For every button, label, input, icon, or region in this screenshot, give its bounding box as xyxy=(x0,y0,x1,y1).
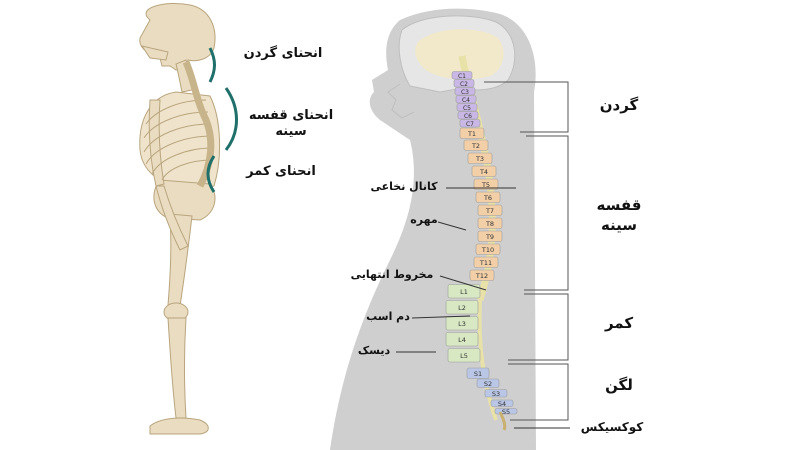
vertebra-label-t9: T9 xyxy=(485,233,494,241)
pelvis-bracket xyxy=(508,363,569,421)
brain xyxy=(415,29,504,80)
spinal-canal-label: کانال نخاعی xyxy=(370,180,438,193)
coccyx-label: کوکسیکس xyxy=(580,420,644,434)
cauda-leader xyxy=(411,315,471,319)
vertebra-label-c3: C3 xyxy=(461,89,469,96)
vertebra-label-t6: T6 xyxy=(483,194,492,202)
vertebra-label-t5: T5 xyxy=(481,181,490,189)
forearm xyxy=(155,185,189,251)
vertebra-label-s3: S3 xyxy=(492,390,500,398)
vertebra-t10 xyxy=(475,243,501,255)
vertebra-l5 xyxy=(447,348,481,363)
vertebra-label-s2: S2 xyxy=(484,380,492,388)
vertebra-s4 xyxy=(490,399,514,407)
cauda-equina-label: دم اسب xyxy=(366,310,410,323)
body-silhouette xyxy=(330,8,536,450)
cervical-curve-arc xyxy=(208,47,216,83)
cauda-equina xyxy=(477,299,498,421)
vertebra-t4 xyxy=(471,165,497,177)
lumbar-bracket xyxy=(508,293,569,361)
vertebra-t2 xyxy=(463,139,489,151)
disc-label: دیسک xyxy=(357,344,391,357)
vertebra-label-l2: L2 xyxy=(458,304,466,312)
vertebra-label-t3: T3 xyxy=(475,155,484,163)
vertebra-label-s1: S1 xyxy=(474,370,482,378)
vertebra-l1 xyxy=(447,284,481,299)
vertebra-c3 xyxy=(454,87,476,96)
vertebra-s1 xyxy=(466,367,490,379)
vertebra-l2 xyxy=(445,300,479,315)
vertebra-label: مهره xyxy=(410,213,438,226)
vertebra-label-l1: L1 xyxy=(460,288,468,296)
chest-region-label-line2: سینه xyxy=(600,216,638,234)
neck-bracket xyxy=(484,81,569,133)
coccyx xyxy=(498,411,507,431)
vertebra-t3 xyxy=(467,152,493,164)
vertebra-label-c2: C2 xyxy=(460,81,468,88)
vertebra-label-s4: S4 xyxy=(498,400,506,408)
chest-bracket xyxy=(524,135,569,291)
vertebra-label-t12: T12 xyxy=(475,272,488,280)
vertebra-t7 xyxy=(477,204,503,216)
vertebra-label-t8: T8 xyxy=(485,220,494,228)
pelvis-region-label: لگن xyxy=(605,376,633,394)
vertebra-label-c4: C4 xyxy=(462,97,470,104)
vertebra-t8 xyxy=(477,217,503,229)
lumbar-region-label: کمر xyxy=(604,314,634,332)
vertebra-l4 xyxy=(445,332,479,347)
vertebra-c6 xyxy=(457,111,479,120)
vertebra-t12 xyxy=(469,269,495,281)
vertebra-label-t1: T1 xyxy=(467,130,476,138)
foot xyxy=(149,417,209,435)
vertebra-label-t10: T10 xyxy=(481,246,494,254)
jaw xyxy=(140,45,169,61)
conus-label: مخروط انتهایی xyxy=(350,268,434,281)
vertebra-s2 xyxy=(476,378,500,388)
vertebra-s3 xyxy=(484,389,508,398)
vertebra-label-c1: C1 xyxy=(458,73,466,80)
vertebra-label-t7: T7 xyxy=(485,207,494,215)
vertebra-c5 xyxy=(456,103,478,112)
vertebra-label-l5: L5 xyxy=(460,352,468,360)
vertebra-label-c7: C7 xyxy=(466,121,474,128)
vertebra-t5 xyxy=(473,178,499,190)
cervical-curve-label: انحنای گردن xyxy=(243,46,323,61)
vertebra-t1 xyxy=(459,127,485,139)
vertebra-t6 xyxy=(475,191,501,203)
vertebra-column xyxy=(445,71,518,415)
vertebra-c1 xyxy=(451,71,473,80)
vertebra-labels: C1C2C3C4C5C6C7T1T2T3T4T5T6T7T8T9T10T11T1… xyxy=(458,73,510,416)
thoracic-curve-arc xyxy=(224,87,238,151)
vertebra-c4 xyxy=(455,95,477,104)
vertebra-c7 xyxy=(459,119,481,128)
vertebra-label-t4: T4 xyxy=(479,168,488,176)
vertebra-label-c6: C6 xyxy=(464,113,472,120)
vertebra-label-l4: L4 xyxy=(458,336,466,344)
vertebra-label-t2: T2 xyxy=(471,142,480,150)
chest-region-label-line1: قفسه xyxy=(596,196,642,214)
vertebra-t11 xyxy=(473,256,499,268)
vertebra-label-s5: S5 xyxy=(502,408,510,416)
vertebra-c2 xyxy=(453,79,475,88)
vertebra-label-l3: L3 xyxy=(458,320,466,328)
vertebra-t9 xyxy=(477,230,503,242)
conus-leader xyxy=(439,275,487,291)
neck-region-label: گردن xyxy=(599,96,639,114)
thoracic-curve-label-line1: انحنای قفسه xyxy=(248,108,334,123)
lumbar-curve-arc xyxy=(206,155,216,193)
lumbar-curve-label: انحنای کمر xyxy=(246,164,316,179)
vertebra-label-t11: T11 xyxy=(479,259,492,267)
thoracic-curve-label-line2: سینه xyxy=(275,124,307,139)
vertebra-label-c5: C5 xyxy=(463,105,471,112)
vertebra-leader xyxy=(437,221,467,231)
